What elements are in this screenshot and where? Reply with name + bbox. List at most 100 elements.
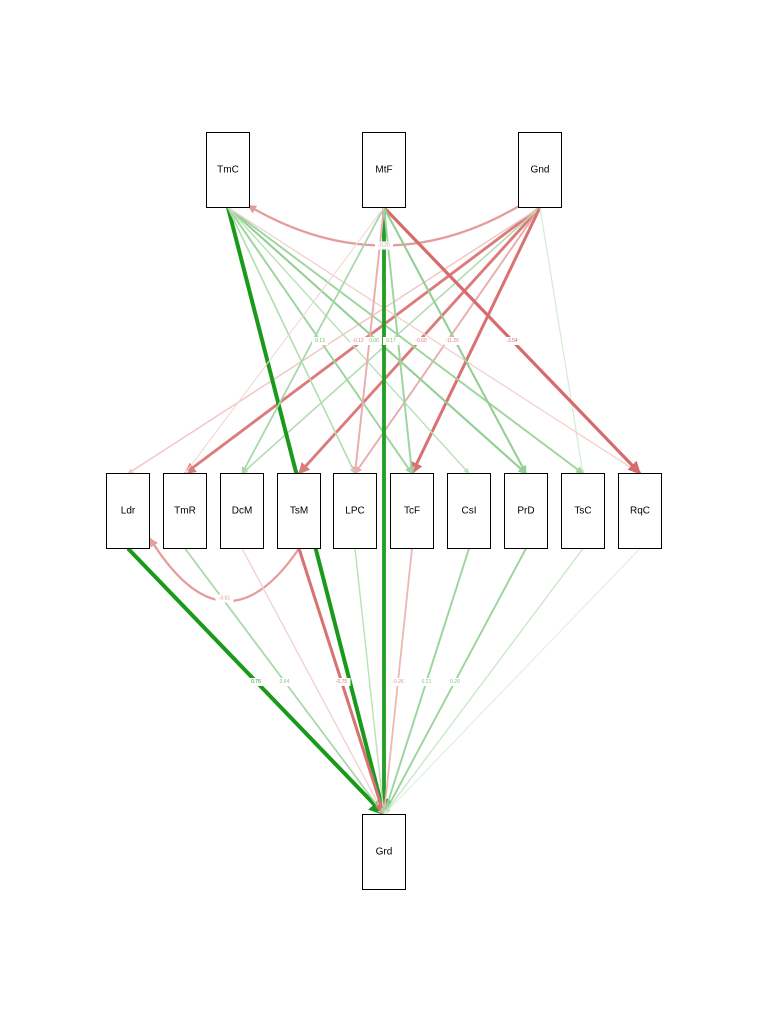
edge-label-text: 0.20 — [450, 679, 460, 685]
edge-MtF-to-TmR — [184, 207, 385, 474]
edge-label-text: 0.64 — [280, 679, 290, 685]
edge-label-text: -0.20 — [378, 243, 390, 249]
node-label: CsI — [462, 506, 477, 517]
edge-label-background — [312, 337, 328, 345]
edge-TmC-to-TsC — [227, 206, 584, 475]
node-box — [206, 132, 250, 208]
node-box — [447, 473, 491, 549]
mid-edge-label: 0.17 — [383, 337, 399, 345]
edge-label-Gnd-to-TmC: -0.20 — [375, 241, 393, 250]
mid-edge-label: -0.12 — [350, 337, 366, 345]
edge-label-background — [444, 337, 460, 345]
edge-label-text: 0.21 — [422, 679, 432, 685]
node-Gnd: Gnd — [518, 132, 562, 208]
edge-label-background — [215, 594, 234, 603]
edge-label-PrD-to-Grd: 0.20 — [446, 678, 464, 686]
edge-label-text: -0.26 — [392, 679, 404, 685]
node-box — [618, 473, 662, 549]
node-box — [362, 132, 406, 208]
edge-label-background — [383, 337, 399, 345]
edge-label-background — [247, 678, 265, 686]
node-TmR: TmR — [163, 473, 207, 549]
edge-label-TmR-to-Grd: 0.64 — [275, 678, 294, 686]
node-RqC: RqC — [618, 473, 662, 549]
edge-TmC-to-RqC — [227, 206, 641, 475]
node-TmC: TmC — [206, 132, 250, 208]
node-LPC: LPC — [333, 473, 377, 549]
mid-edge-label: -11.26 — [444, 337, 460, 345]
edge-label-background — [332, 678, 351, 686]
node-TsC: TsC — [561, 473, 605, 549]
node-label: TmC — [217, 165, 239, 176]
edge-label-Ldr-to-Grd: 0.76 — [247, 678, 265, 686]
edge-label-text: 0.06 — [369, 338, 379, 344]
mid-edge-label: -0.60 — [413, 337, 429, 345]
edge-label-text: 0.76 — [251, 679, 261, 685]
edge-label-background — [446, 678, 464, 686]
edge-label-text: 0.17 — [386, 338, 396, 344]
edge-label-background — [366, 337, 382, 345]
edge-Gnd-to-Ldr — [127, 206, 541, 475]
node-label: TcF — [404, 506, 420, 517]
node-label: Grd — [376, 847, 393, 858]
node-TcF: TcF — [390, 473, 434, 549]
node-box — [277, 473, 321, 549]
edge-Gnd-to-TcF — [410, 206, 542, 475]
node-Grd: Grd — [362, 814, 406, 890]
edge-label-text: -3.54 — [506, 338, 518, 344]
node-TsM: TsM — [277, 473, 321, 549]
node-PrD: PrD — [504, 473, 548, 549]
edge-label-background — [417, 678, 436, 686]
edge-TmC-to-LPC — [227, 207, 356, 475]
edge-label-text: -0.60 — [415, 338, 427, 344]
node-box — [220, 473, 264, 549]
edge-label-text: -0.61 — [219, 596, 231, 602]
mid-edge-label: 0.06 — [366, 337, 382, 345]
node-box — [504, 473, 548, 549]
node-label: Ldr — [121, 506, 136, 517]
node-Ldr: Ldr — [106, 473, 150, 549]
node-box — [390, 473, 434, 549]
edge-label-CsI-to-Grd: 0.21 — [417, 678, 436, 686]
edge-label-background — [503, 337, 521, 345]
edge-label-text: -0.75 — [336, 679, 348, 685]
node-label: TsM — [290, 506, 308, 517]
edge-DcM-to-Grd — [241, 548, 385, 815]
node-label: Gnd — [531, 165, 550, 176]
node-CsI: CsI — [447, 473, 491, 549]
edge-label-text: -0.12 — [352, 338, 364, 344]
node-box — [362, 814, 406, 890]
node-box — [106, 473, 150, 549]
node-label: DcM — [232, 506, 253, 517]
edge-label-text: 0.13 — [315, 338, 325, 344]
node-MtF: MtF — [362, 132, 406, 208]
edge-label-background — [350, 337, 366, 345]
mid-edge-label: 0.13 — [312, 337, 328, 345]
node-DcM: DcM — [220, 473, 264, 549]
edge-label-background — [275, 678, 294, 686]
node-box — [333, 473, 377, 549]
node-label: TsC — [574, 506, 591, 517]
edge-LPC-to-Grd — [354, 548, 387, 816]
node-label: TmR — [174, 506, 196, 517]
node-label: RqC — [630, 506, 650, 517]
node-box — [163, 473, 207, 549]
edge-TsC-to-Grd — [383, 548, 584, 815]
edge-label-background — [389, 678, 407, 686]
edge-Gnd-to-TsC — [539, 207, 585, 474]
edge-label-TsM-to-Grd: -0.75 — [332, 678, 351, 686]
edge-label-text: -11.26 — [445, 338, 459, 344]
edge-label-TsM-to-Ldr: -0.61 — [215, 594, 234, 603]
edge-label-background — [413, 337, 429, 345]
node-box — [518, 132, 562, 208]
edge-label-MtF-to-RqC: -3.54 — [503, 337, 521, 345]
node-box — [561, 473, 605, 549]
edge-label-TcF-to-Grd: -0.26 — [389, 678, 407, 686]
node-label: LPC — [345, 506, 364, 517]
node-label: MtF — [375, 165, 392, 176]
edge-label-background — [375, 241, 393, 250]
node-label: PrD — [517, 506, 534, 517]
edge-RqC-to-Grd — [383, 548, 641, 815]
